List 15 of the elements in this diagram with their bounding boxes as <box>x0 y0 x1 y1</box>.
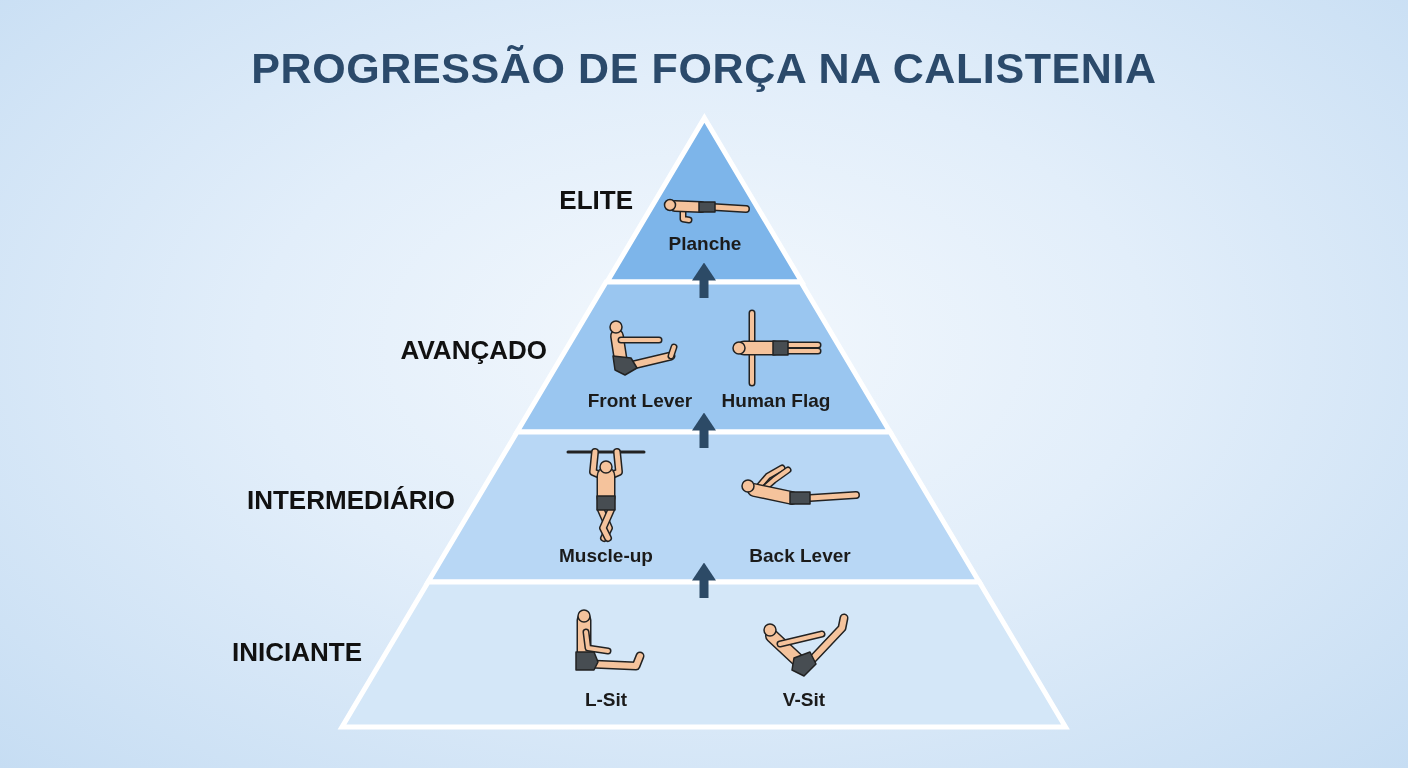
exercise-label: Muscle-up <box>559 545 653 567</box>
arrow <box>692 262 716 298</box>
exercise-label: Human Flag <box>721 390 831 412</box>
exercise-label: Planche <box>668 233 742 255</box>
level-heading: INICIANTE <box>232 637 362 667</box>
arrow <box>692 562 716 598</box>
level-heading: INTERMEDIÁRIO <box>247 485 455 515</box>
level-heading: ELITE <box>559 185 633 215</box>
exercise-label: V-Sit <box>782 689 826 711</box>
exercise-label: Front Lever <box>587 390 693 412</box>
exercise-label: L-Sit <box>584 689 628 711</box>
exercise-label: Back Lever <box>749 545 851 567</box>
level-heading: AVANÇADO <box>400 335 547 365</box>
arrow <box>692 412 716 448</box>
title: PROGRESSÃO DE FORÇA NA CALISTENIA <box>251 44 1157 92</box>
